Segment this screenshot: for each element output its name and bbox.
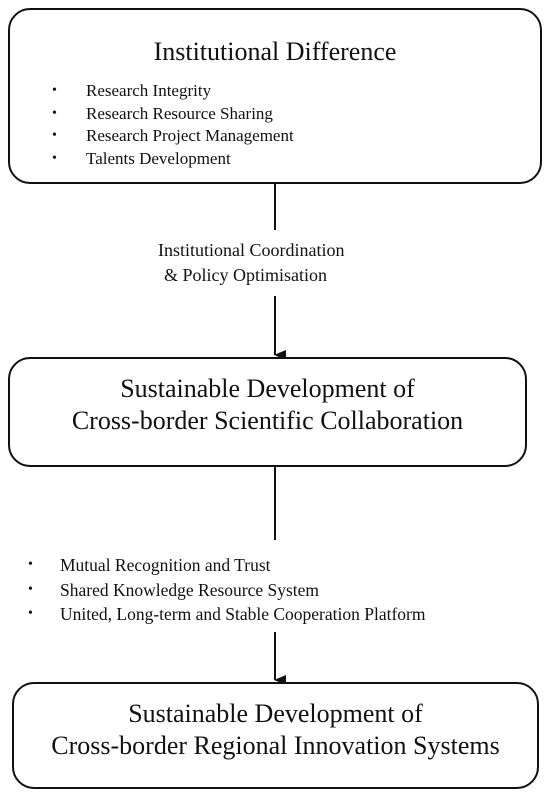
list-item: •Research Project Management xyxy=(52,125,294,148)
regional-innovation-title: Sustainable Development of Cross-border … xyxy=(14,698,537,762)
institutional-difference-title: Institutional Difference xyxy=(153,37,397,66)
scientific-collaboration-title-line-2: Cross-border Scientific Collaboration xyxy=(71,406,464,435)
institutional-difference-list: •Research Integrity •Research Resource S… xyxy=(52,80,294,170)
bullet-icon: • xyxy=(52,128,57,143)
scientific-collaboration-box: Sustainable Development of Cross-border … xyxy=(8,357,527,467)
bullet-icon: • xyxy=(28,606,33,621)
bullet-icon: • xyxy=(52,105,57,121)
coordination-label: Institutional Coordination & Policy Opti… xyxy=(158,238,345,288)
scientific-collaboration-title-line-1: Sustainable Development of xyxy=(120,374,415,403)
list-item: •United, Long-term and Stable Cooperatio… xyxy=(28,602,425,627)
list-item: •Talents Development xyxy=(52,148,294,171)
coordination-label-line-1: Institutional Coordination xyxy=(158,240,345,260)
list-item: •Research Integrity xyxy=(52,80,294,103)
regional-innovation-title-line-1: Sustainable Development of xyxy=(128,699,423,728)
bullet-icon: • xyxy=(52,83,57,98)
list-item: •Research Resource Sharing xyxy=(52,103,294,126)
institutional-difference-box: Institutional Difference •Research Integ… xyxy=(8,8,542,184)
list-item: •Mutual Recognition and Trust xyxy=(28,553,425,578)
bullet-icon: • xyxy=(28,557,33,572)
bullet-icon: • xyxy=(52,150,57,166)
regional-innovation-title-line-2: Cross-border Regional Innovation Systems xyxy=(51,731,500,760)
list-item: •Shared Knowledge Resource System xyxy=(28,578,425,603)
coordination-label-line-2: & Policy Optimisation xyxy=(164,265,328,285)
collaboration-outcomes-list: •Mutual Recognition and Trust •Shared Kn… xyxy=(28,553,425,627)
bullet-icon: • xyxy=(28,581,33,597)
scientific-collaboration-title: Sustainable Development of Cross-border … xyxy=(10,373,525,437)
regional-innovation-box: Sustainable Development of Cross-border … xyxy=(12,682,539,789)
